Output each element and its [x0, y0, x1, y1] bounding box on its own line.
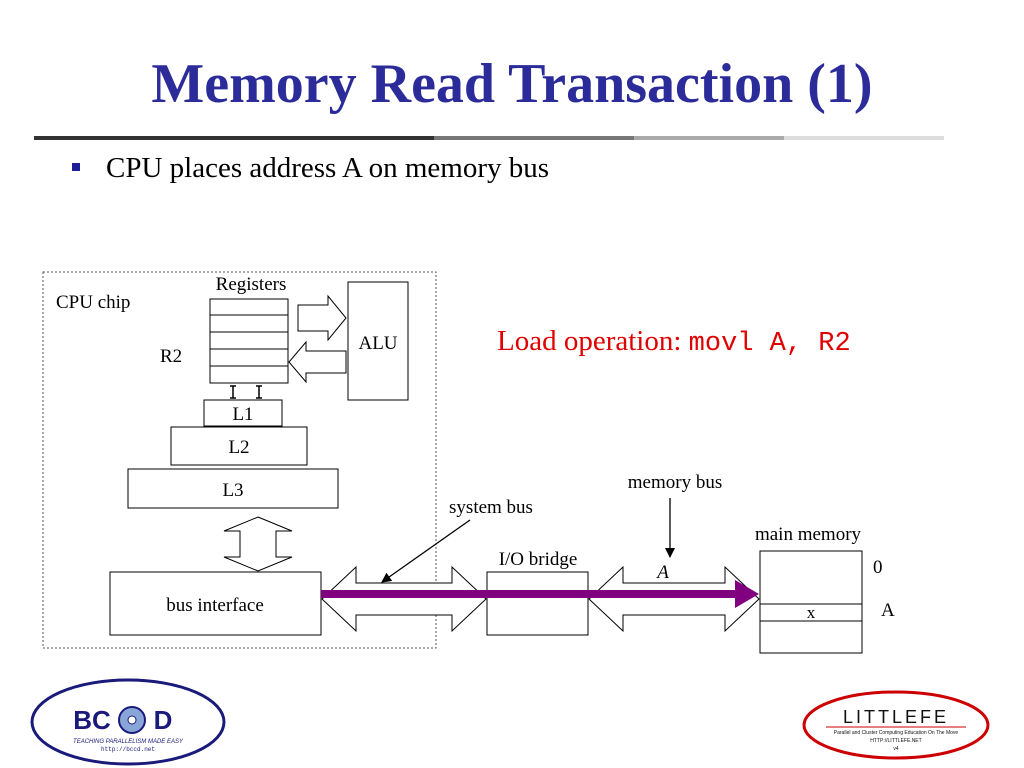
alu-to-register-arrow [288, 340, 347, 384]
memory-bus-label: memory bus [628, 472, 722, 493]
address-on-bus-label: A [655, 562, 669, 583]
system-bus-label: system bus [449, 497, 533, 518]
memory-cell-value: x [807, 603, 816, 622]
cache-l1-label: L1 [232, 404, 253, 425]
alu-box [347, 281, 409, 401]
svg-text:v4: v4 [893, 746, 899, 752]
cache-l2-box [170, 426, 308, 466]
svg-text:D: D [154, 705, 173, 735]
io-bridge-label: I/O bridge [499, 549, 578, 570]
alu-label: ALU [358, 333, 397, 354]
address-path-highlight [321, 590, 737, 598]
load-operation-code: movl A, R2 [688, 329, 851, 359]
svg-text:TEACHING PARALLELISM MADE EASY: TEACHING PARALLELISM MADE EASY [73, 739, 184, 745]
register-to-alu-arrow [297, 294, 347, 342]
cpu-chip-boundary [42, 271, 437, 649]
svg-text:HTTP://LITTLEFE.NET: HTTP://LITTLEFE.NET [870, 738, 921, 744]
bus-interface-box [109, 571, 322, 636]
system-bus-arrow [321, 565, 487, 633]
title-underline [34, 136, 944, 140]
register-file [209, 298, 289, 384]
main-memory-block [759, 550, 863, 654]
svg-text:Parallel and Cluster Computing: Parallel and Cluster Computing Education… [834, 730, 959, 736]
bullet-square-icon [72, 163, 80, 172]
svg-text:LITTLEFE: LITTLEFE [843, 707, 949, 727]
bus-interface-label: bus interface [166, 595, 264, 616]
memory-address-a: A [881, 600, 895, 621]
io-bridge-box [486, 571, 589, 636]
load-operation-label: Load operation: [497, 325, 689, 357]
register-l1-connector [230, 385, 262, 399]
cache-l1-box [203, 399, 283, 427]
cpu-chip-label: CPU chip [56, 292, 130, 313]
cache-l2-label: L2 [228, 437, 249, 458]
registers-label: Registers [216, 274, 287, 295]
address-path-arrowhead [735, 580, 759, 608]
register-r2-label: R2 [160, 346, 182, 367]
main-memory-label: main memory [755, 524, 862, 545]
slide-title: Memory Read Transaction (1) [151, 53, 873, 115]
svg-text:http://bccd.net: http://bccd.net [101, 746, 155, 753]
cache-l3-box [127, 468, 339, 509]
cache-l3-label: L3 [222, 480, 243, 501]
bullet-text: CPU places address A on memory bus [106, 152, 550, 184]
system-bus-pointer [381, 519, 471, 583]
memory-bus-arrow [588, 565, 760, 633]
load-operation-note: Load operation: movl A, R2 [497, 325, 851, 359]
bullet-item: CPU places address A on memory bus [72, 152, 549, 185]
svg-text:BC: BC [73, 705, 111, 735]
memory-address-zero: 0 [873, 557, 883, 578]
l3-bus-interface-arrow [223, 516, 293, 572]
littlefe-logo: LITTLEFE Parallel and Cluster Computing … [802, 690, 990, 760]
bccd-logo: BC D TEACHING PARALLELISM MADE EASY http… [30, 678, 226, 766]
